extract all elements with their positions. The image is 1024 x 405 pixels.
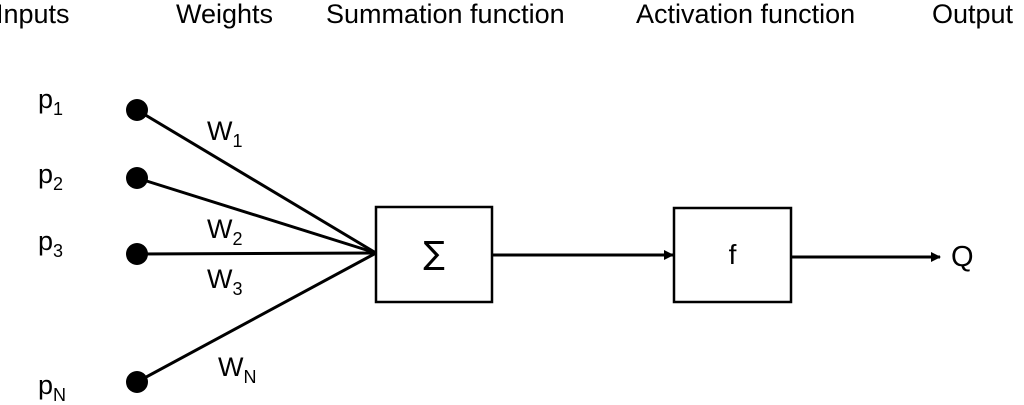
weight-label-w3-base: W [207,264,233,294]
input-label-p2-sub: 2 [53,174,64,194]
header-weights: Weights [176,0,274,29]
weight-label-wn-sub: N [243,367,257,387]
input-label-p1-base: p [38,84,54,114]
input-label-pn: pN [38,370,66,404]
weight-label-wn: WN [218,352,256,386]
weight-label-w1: W1 [207,116,243,150]
input-label-p3-base: p [38,226,54,256]
input-node-p2 [126,167,148,189]
weight-label-wn-base: W [218,352,244,382]
input-label-pn-sub: N [53,385,67,405]
weight-label-w2-base: W [207,214,233,244]
connection-pn [136,251,377,384]
input-label-pn-base: p [38,370,54,400]
input-node-p1 [126,99,148,121]
summation-symbol: ∑ [423,234,445,272]
input-label-p3: p3 [38,226,63,260]
input-label-p3-sub: 3 [53,241,64,261]
connection-p1 [136,108,377,255]
weight-label-w2: W2 [207,214,243,248]
connection-p2 [136,176,377,255]
header-output: Output [932,0,1014,29]
weight-label-w1-base: W [207,116,233,146]
summation-box [374,205,494,304]
activation-box [672,206,793,304]
output-symbol: Q [951,241,974,273]
header-summation-function: Summation function [326,0,565,29]
input-node-pn [126,371,148,393]
input-label-p2: p2 [38,159,63,193]
input-label-p2-base: p [38,159,54,189]
activation-symbol: f [728,239,737,270]
weight-label-w3-sub: 3 [232,279,243,299]
input-label-p1-sub: 1 [53,99,64,119]
connection-p3 [136,251,377,256]
weight-label-w1-sub: 1 [232,131,243,151]
input-label-p1: p1 [38,84,63,118]
weight-label-w2-sub: 2 [232,229,243,249]
input-node-p3 [126,243,148,265]
weight-label-w3: W3 [207,264,243,298]
header-inputs: Inputs [0,0,70,29]
header-activation-function: Activation function [636,0,856,29]
